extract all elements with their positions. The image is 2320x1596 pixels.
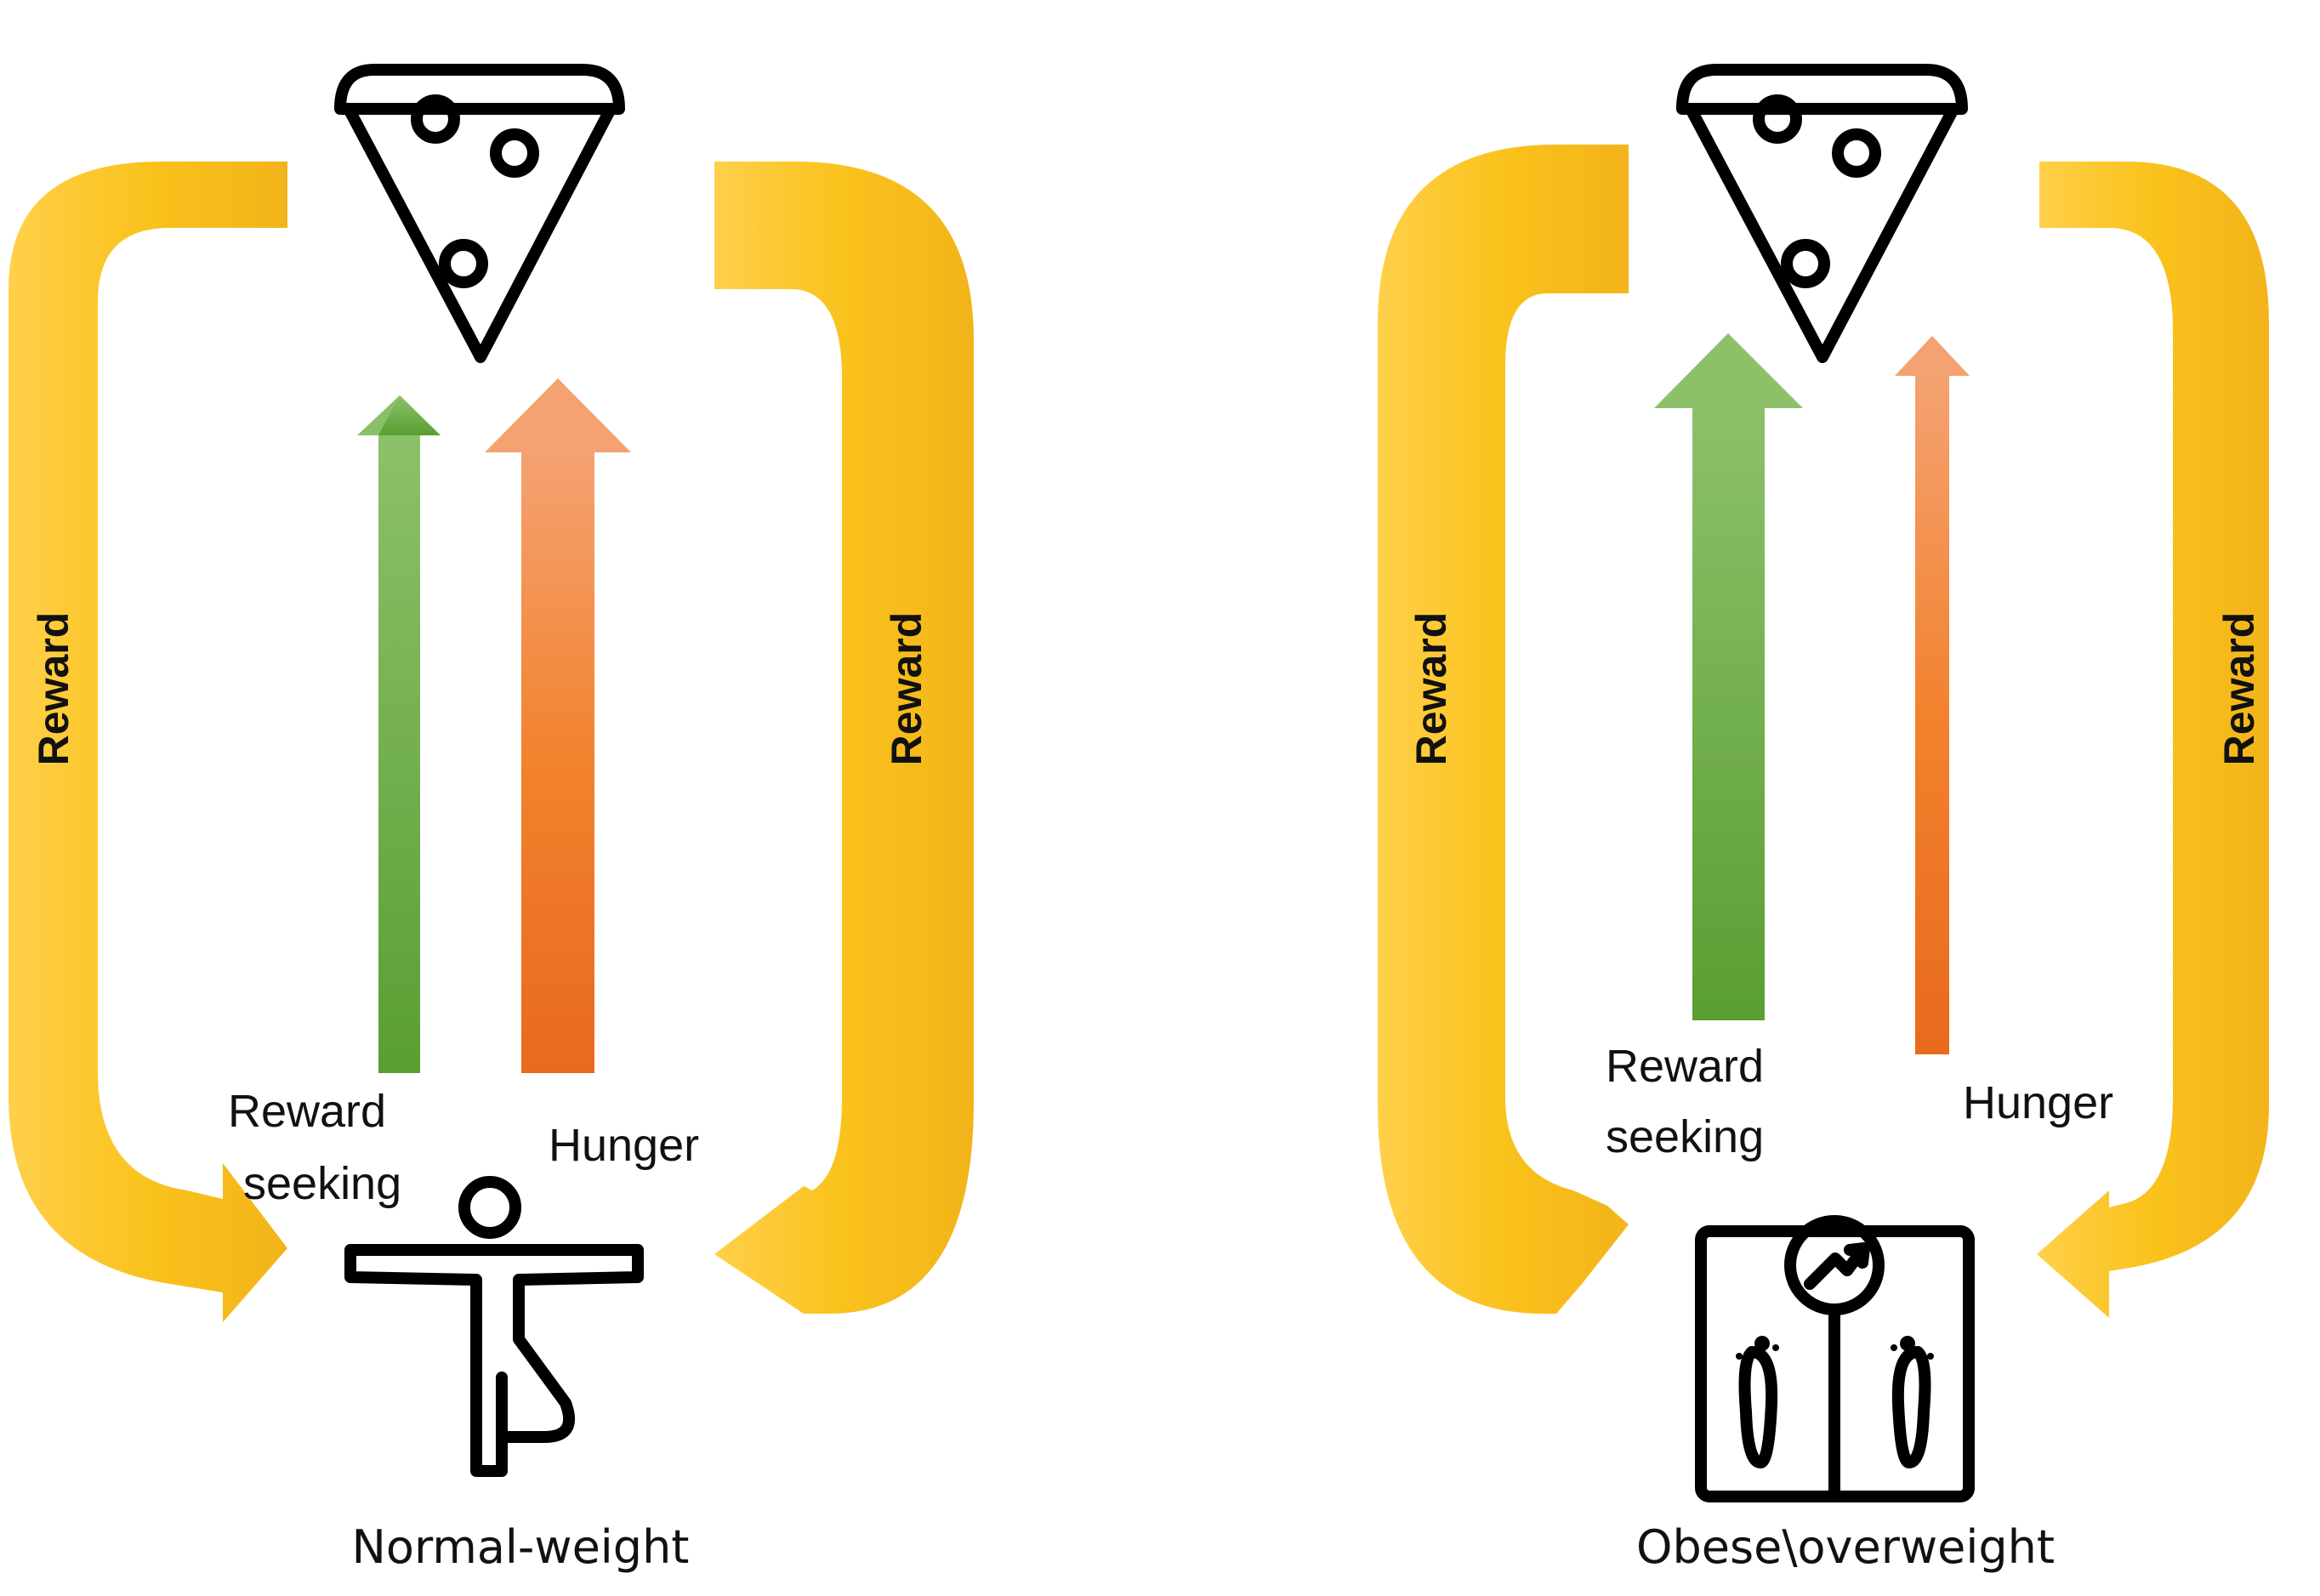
reward-seeking-label-line2: seeking [1606,1111,1764,1162]
reward-seeking-label-line2: seeking [243,1158,401,1209]
hunger-arrow [521,451,594,1073]
reward-seeking-arrow [1692,406,1765,1020]
reward-label-left: Reward [1407,612,1455,766]
hunger-label: Hunger [549,1120,699,1171]
reward-label-right: Reward [883,612,930,766]
person-yoga-icon [344,1176,644,1477]
panel-normal-weight: Reward Reward Reward seeking Hunger Norm… [9,64,974,1574]
reward-label-left: Reward [30,612,77,766]
reward-seeking-label-line1: Reward [228,1086,386,1137]
reward-loop-left-arrow [1378,145,1629,1314]
caption-normal-weight: Normal-weight [352,1520,690,1574]
hunger-label: Hunger [1963,1077,2113,1128]
weight-scale-icon [1695,1215,1975,1502]
reward-loop-left-arrow [9,162,287,1322]
caption-obese-overweight: Obese\overweight [1636,1520,2055,1574]
reward-seeking-label-line1: Reward [1606,1041,1764,1092]
hunger-arrow [1915,374,1949,1054]
pizza-slice-icon [1676,64,1968,363]
panel-obese-overweight: Reward Reward Reward seeking Hunger [1378,64,2269,1574]
reward-loop-right-arrow [714,162,974,1314]
reward-loop-right-arrow [2037,162,2269,1318]
pizza-slice-icon [334,64,625,363]
reward-label-right: Reward [2215,612,2263,766]
